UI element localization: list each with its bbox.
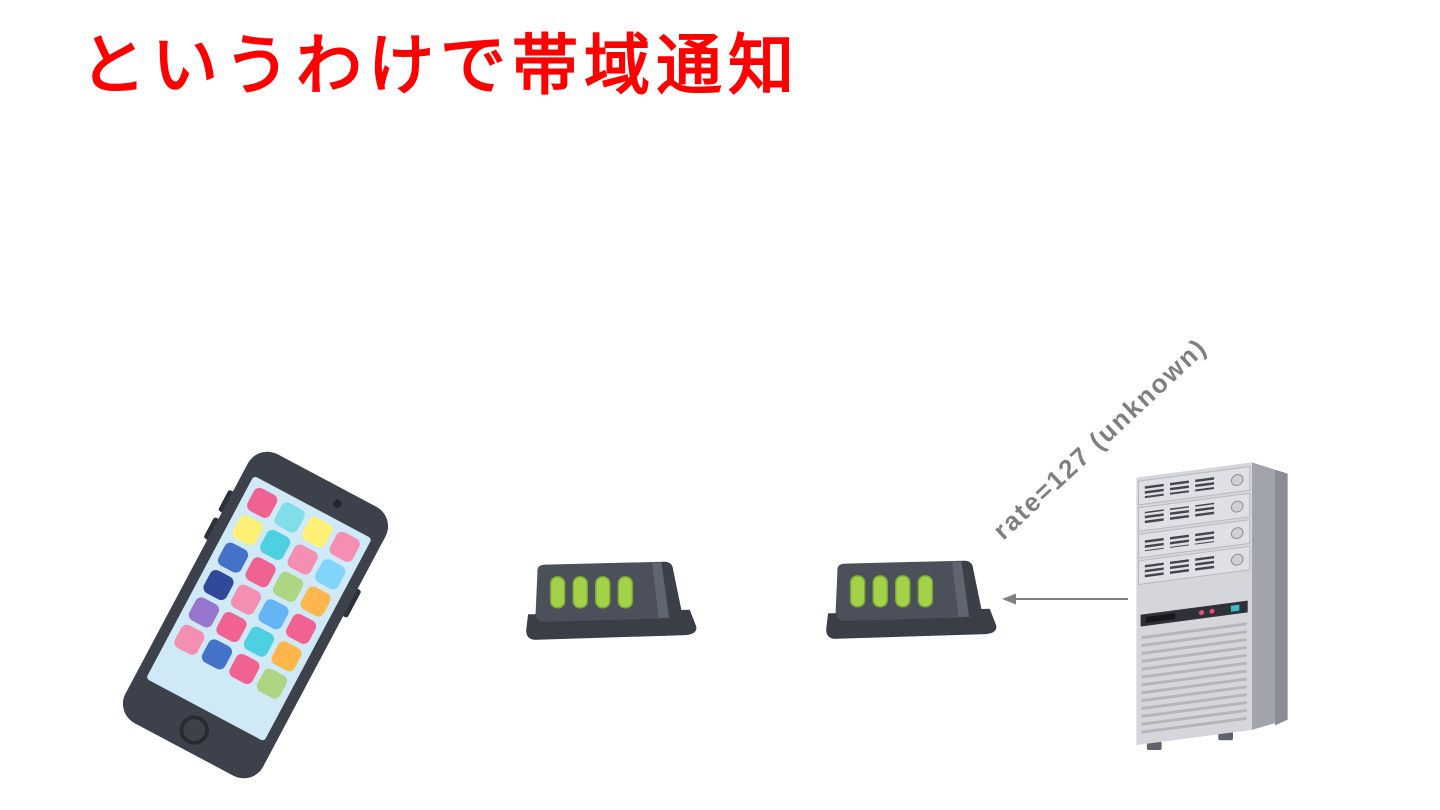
network-switch-icon — [825, 560, 998, 640]
left-arrow-icon — [1002, 593, 1128, 605]
rate-arrow — [1000, 589, 1130, 609]
server-illustration — [1128, 452, 1296, 752]
smartphone-illustration — [110, 439, 401, 790]
network-switch-right-illustration — [813, 557, 1001, 651]
network-switch-left-illustration — [513, 558, 701, 652]
network-switch-icon — [525, 561, 698, 641]
slide-title: というわけで帯域通知 — [80, 28, 800, 102]
server-tower-icon — [1136, 462, 1288, 751]
smartphone-icon — [122, 451, 389, 779]
